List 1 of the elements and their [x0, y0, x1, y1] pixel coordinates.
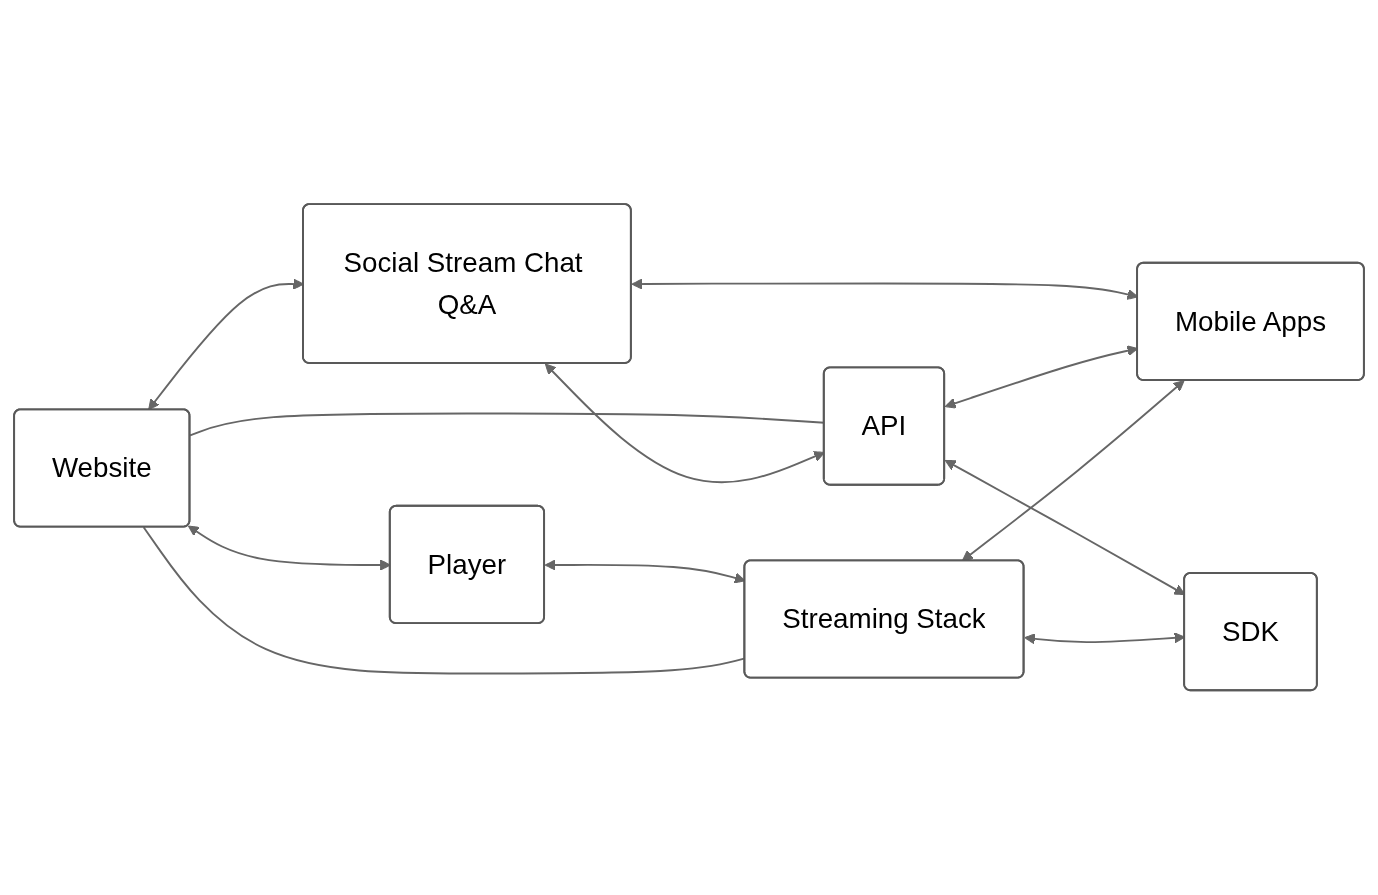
arrow: [961, 380, 1185, 562]
